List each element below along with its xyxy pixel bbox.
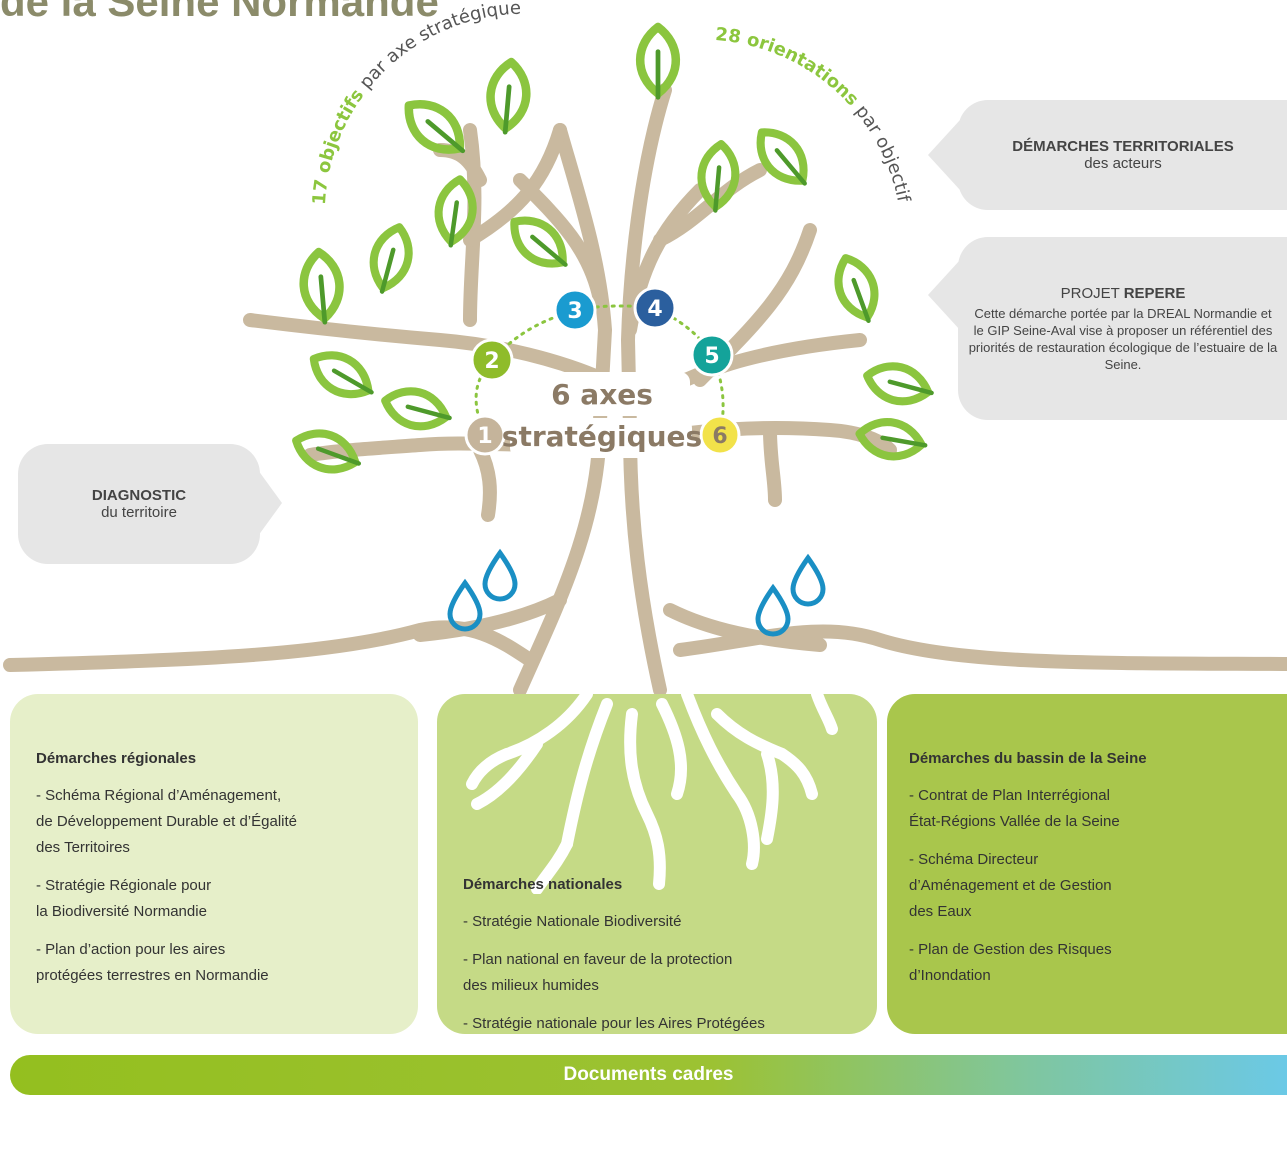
axis-number: 5 <box>704 344 719 369</box>
territoriales-title: DÉMARCHES TERRITORIALES <box>1012 138 1234 155</box>
panel-seine: Démarches du bassin de la Seine - Contra… <box>887 694 1287 1034</box>
axis-circle-4: 4 <box>633 286 677 330</box>
territoriales-pointer <box>928 120 960 190</box>
center-label-line2: stratégiques <box>502 420 702 453</box>
ground-left <box>3 620 537 672</box>
axis-number: 2 <box>484 349 499 374</box>
list-item: - Stratégie Nationale Biodiversité <box>463 913 682 930</box>
diagnostic-title: DIAGNOSTIC <box>91 487 187 504</box>
axis-number: 4 <box>647 297 662 322</box>
projet-bubble: PROJET REPERE Cette démarche portée par … <box>958 237 1287 420</box>
list-item: - Contrat de Plan Interrégional État-Rég… <box>909 787 1120 830</box>
panel-regionales: Démarches régionales - Schéma Régional d… <box>10 694 418 1034</box>
axis-circle-2: 2 <box>470 338 514 382</box>
projet-pointer <box>928 260 960 330</box>
projet-prefix: PROJET <box>1060 284 1124 302</box>
panel-nationales: Démarches nationales - Stratégie Nationa… <box>437 694 877 1034</box>
list-item: - Plan de Gestion des Risques d’Inondati… <box>909 941 1112 984</box>
territoriales-sub: des acteurs <box>1084 155 1162 172</box>
diagnostic-sub: du territoire <box>101 504 177 521</box>
diagnostic-pointer <box>258 470 282 536</box>
axis-number: 1 <box>477 424 492 449</box>
axis-circle-1: 1 <box>464 414 506 456</box>
axis-circle-3: 3 <box>553 288 597 332</box>
projet-text: Cette démarche portée par la DREAL Norma… <box>968 305 1278 372</box>
list-item: - Plan d’action pour les aires protégées… <box>36 941 269 984</box>
page-title: de la Seine Normande <box>0 0 439 25</box>
list-item: - Stratégie Régionale pour la Biodiversi… <box>36 877 212 920</box>
axis-number: 6 <box>712 424 727 449</box>
list-item: - Stratégie nationale pour les Aires Pro… <box>463 1015 765 1032</box>
axis-circle-6: 6 <box>699 414 741 456</box>
panel-heading: Démarches nationales <box>463 876 623 893</box>
projet-title-line: PROJET REPERE <box>968 285 1278 302</box>
list-item: - Schéma Directeur d’Aménagement et de G… <box>909 851 1112 920</box>
panel-list: - Schéma Régional d’Aménagement, de Déve… <box>36 783 418 989</box>
axis-circle-5: 5 <box>690 333 734 377</box>
territoriales-bubble: DÉMARCHES TERRITORIALES des acteurs <box>958 100 1287 210</box>
axis-number: 3 <box>567 299 582 324</box>
list-item: - Plan national en faveur de la protecti… <box>463 951 733 994</box>
projet-title: REPERE <box>1123 284 1186 302</box>
diagnostic-bubble: DIAGNOSTIC du territoire <box>18 444 260 564</box>
footer-banner: Documents cadres <box>10 1055 1287 1095</box>
list-item: - Schéma Régional d’Aménagement, de Déve… <box>36 787 297 856</box>
panel-list: - Contrat de Plan Interrégional État-Rég… <box>909 783 1287 989</box>
panel-list: - Stratégie Nationale Biodiversité - Pla… <box>463 909 877 1037</box>
panel-heading: Démarches régionales <box>36 750 197 767</box>
panel-heading: Démarches du bassin de la Seine <box>909 750 1147 767</box>
center-label-line1: 6 axes <box>551 378 653 411</box>
roots-illustration <box>466 694 838 894</box>
